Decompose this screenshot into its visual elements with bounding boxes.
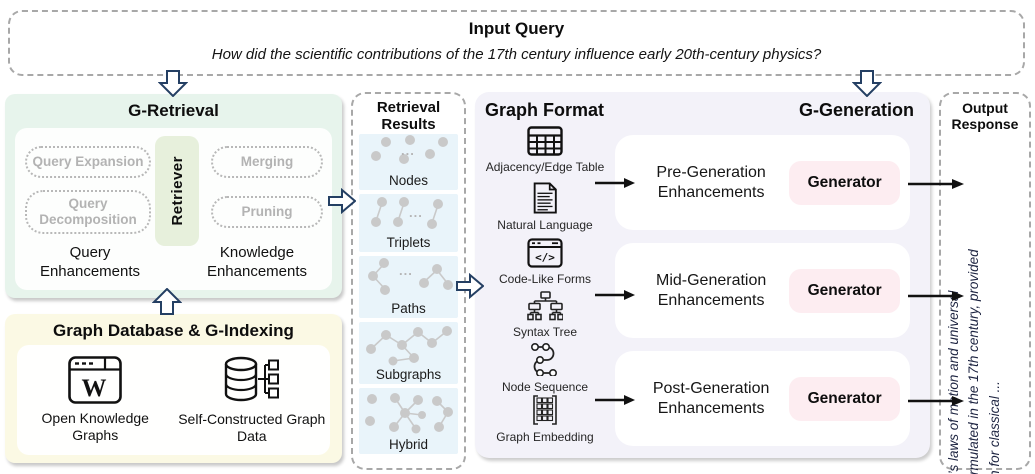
retriever-pill: Retriever [155, 136, 199, 246]
mid-generation-row: Mid-Generation Enhancements Generator [615, 243, 910, 338]
mid-generation-label: Mid-Generation Enhancements [655, 271, 767, 309]
arrow-right-icon [908, 291, 964, 301]
query-enhancements-label: Query Enhancements [39, 244, 141, 280]
g-retrieval-title: G-Retrieval [128, 101, 219, 120]
self-constructed-graph-item: Self-Constructed Graph Data [174, 345, 331, 455]
query-decomposition-pill: Query Decomposition [25, 190, 151, 234]
retrieval-results-panels: ... Nodes ... Triplets [359, 131, 458, 458]
natural-language-label: Natural Language [497, 218, 593, 232]
merging-pill: Merging [211, 146, 323, 178]
graph-embedding-label: Graph Embedding [496, 430, 594, 444]
g-generation-title: G-Generation [798, 100, 914, 120]
paths-tile: ... Paths [359, 256, 458, 318]
arrow-down-icon [852, 70, 882, 97]
ellipsis-label: ... [401, 143, 415, 158]
paths-label: Paths [391, 301, 426, 316]
retrieval-results-title: Retrieval Results [376, 99, 441, 134]
svg-text:</>: </> [535, 251, 555, 264]
code-like-forms-item: </> Code-Like Forms [475, 238, 615, 286]
arrow-right-icon [595, 178, 635, 188]
post-generation-label: Post-Generation Enhancements [652, 379, 770, 417]
code-window-icon: </> [527, 238, 563, 268]
database-graph-icon [224, 357, 279, 402]
input-query-box: Input Query How did the scientific contr… [8, 10, 1025, 76]
arrow-right-icon [908, 179, 964, 189]
graph-format-title: Graph Format [485, 100, 605, 120]
triplets-doodle [370, 197, 443, 229]
output-response-text-area: Isaac Newton’s laws of motion and univer… [942, 228, 1028, 474]
query-expansion-pill: Query Expansion [25, 146, 151, 178]
wikipedia-browser-icon: W [68, 356, 123, 405]
hybrid-tile: Hybrid [359, 388, 458, 454]
adjacency-edge-table-item: Adjacency/Edge Table [475, 126, 615, 174]
paths-doodle [367, 258, 453, 295]
ellipsis-label: ... [409, 205, 423, 220]
node-sequence-item: Node Sequence [475, 342, 615, 394]
output-response-title: Output Response [951, 100, 1019, 133]
node-sequence-label: Node Sequence [501, 380, 589, 394]
subgraphs-label: Subgraphs [375, 367, 442, 382]
retriever-label: Retriever [168, 156, 186, 226]
graph-format-generation-panel: Graph Format G-Generation Adjacency/Edge… [475, 92, 930, 458]
arrow-right-icon [595, 290, 635, 300]
node-sequence-icon [530, 342, 557, 376]
nodes-label: Nodes [388, 173, 429, 188]
adjacency-edge-table-label: Adjacency/Edge Table [485, 160, 605, 174]
code-like-forms-label: Code-Like Forms [498, 272, 592, 286]
retrieval-results-box: Retrieval Results ... Nodes [351, 92, 466, 470]
open-knowledge-graphs-item: W Open Knowledge Graphs [17, 345, 174, 455]
syntax-tree-icon [527, 291, 563, 321]
arrow-up-icon [152, 288, 182, 315]
svg-text:W: W [82, 375, 107, 402]
subgraphs-tile: Subgraphs [359, 322, 458, 384]
ellipsis-label: ... [399, 263, 413, 278]
table-icon [527, 126, 563, 156]
output-response-text: Isaac Newton’s laws of motion and univer… [946, 249, 1002, 474]
g-retrieval-inner-panel: Query Expansion Query Decomposition Retr… [15, 128, 332, 290]
nodes-tile: ... Nodes [359, 134, 458, 190]
pre-generation-label: Pre-Generation Enhancements [656, 163, 766, 201]
input-query-text: How did the scientific contributions of … [211, 46, 822, 63]
syntax-tree-label: Syntax Tree [512, 325, 578, 339]
arrow-right-icon [328, 188, 356, 214]
g-retrieval-box: G-Retrieval Query Expansion Query Decomp… [5, 94, 342, 298]
graph-embedding-item: Graph Embedding [475, 394, 615, 444]
graph-embedding-icon [533, 395, 557, 425]
document-icon [533, 182, 557, 214]
input-query-title: Input Query [468, 19, 565, 38]
arrow-right-icon [595, 395, 635, 405]
graph-database-title: Graph Database & G-Indexing [53, 321, 294, 340]
open-knowledge-graphs-label: Open Knowledge Graphs [41, 410, 149, 443]
generator-pill: Generator [789, 268, 900, 313]
natural-language-item: Natural Language [475, 182, 615, 232]
syntax-tree-item: Syntax Tree [475, 291, 615, 339]
knowledge-enhancements-label: Knowledge Enhancements [206, 244, 308, 280]
generator-pill: Generator [789, 160, 900, 205]
output-response-box: Output Response Isaac Newton’s laws of m… [939, 92, 1031, 474]
arrow-down-icon [158, 70, 188, 97]
self-constructed-graph-label: Self-Constructed Graph Data [178, 411, 326, 444]
hybrid-doodle [364, 393, 453, 434]
graph-database-box: Graph Database & G-Indexing W Open Knowl… [5, 314, 342, 463]
pruning-pill: Pruning [211, 196, 323, 228]
post-generation-row: Post-Generation Enhancements Generator [615, 351, 910, 446]
arrow-right-icon [908, 396, 964, 406]
generator-pill: Generator [789, 376, 900, 421]
subgraphs-doodle [365, 326, 452, 366]
graph-database-inner-panel: W Open Knowledge Graphs Self-Constructed… [17, 345, 330, 455]
arrow-right-icon [456, 273, 484, 299]
hybrid-label: Hybrid [388, 437, 428, 452]
nodes-doodle [370, 135, 448, 164]
triplets-tile: ... Triplets [359, 194, 458, 252]
triplets-label: Triplets [386, 235, 431, 250]
pre-generation-row: Pre-Generation Enhancements Generator [615, 135, 910, 230]
